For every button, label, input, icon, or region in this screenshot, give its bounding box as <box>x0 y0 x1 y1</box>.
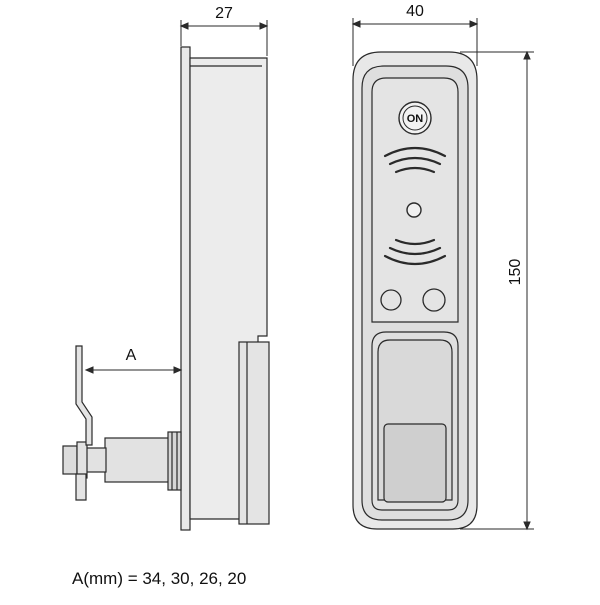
dimension-height-label: 150 <box>507 259 524 286</box>
right-sensor-icon <box>422 288 446 312</box>
side-front-plate <box>180 46 191 531</box>
on-button-label: ON <box>407 113 424 125</box>
rfid-waves-icon <box>383 146 447 266</box>
cam-lever-lower <box>75 473 87 501</box>
left-sensor-icon <box>380 289 402 311</box>
offset-values-caption: A(mm) = 34, 30, 26, 20 <box>72 569 246 588</box>
dimension-height <box>460 50 534 531</box>
dimension-offset-label: A <box>126 347 137 364</box>
on-button-icon <box>398 101 432 135</box>
handle-grip-window <box>383 423 447 503</box>
cam-cylinder <box>104 437 176 483</box>
dimension-width-label: 40 <box>406 3 424 20</box>
cam-bolt-head <box>62 445 78 475</box>
dimension-depth <box>179 20 269 56</box>
dimension-width <box>351 18 479 66</box>
led-icon <box>406 202 422 218</box>
cam-shaft <box>85 447 107 473</box>
dimension-depth-label: 27 <box>215 5 233 22</box>
cam-lever-icon <box>75 345 93 446</box>
cam-washer <box>76 441 88 479</box>
side-rear-latch-block <box>238 341 270 525</box>
side-view <box>62 46 270 531</box>
dimension-offset <box>84 366 183 374</box>
cam-nut <box>167 431 182 491</box>
